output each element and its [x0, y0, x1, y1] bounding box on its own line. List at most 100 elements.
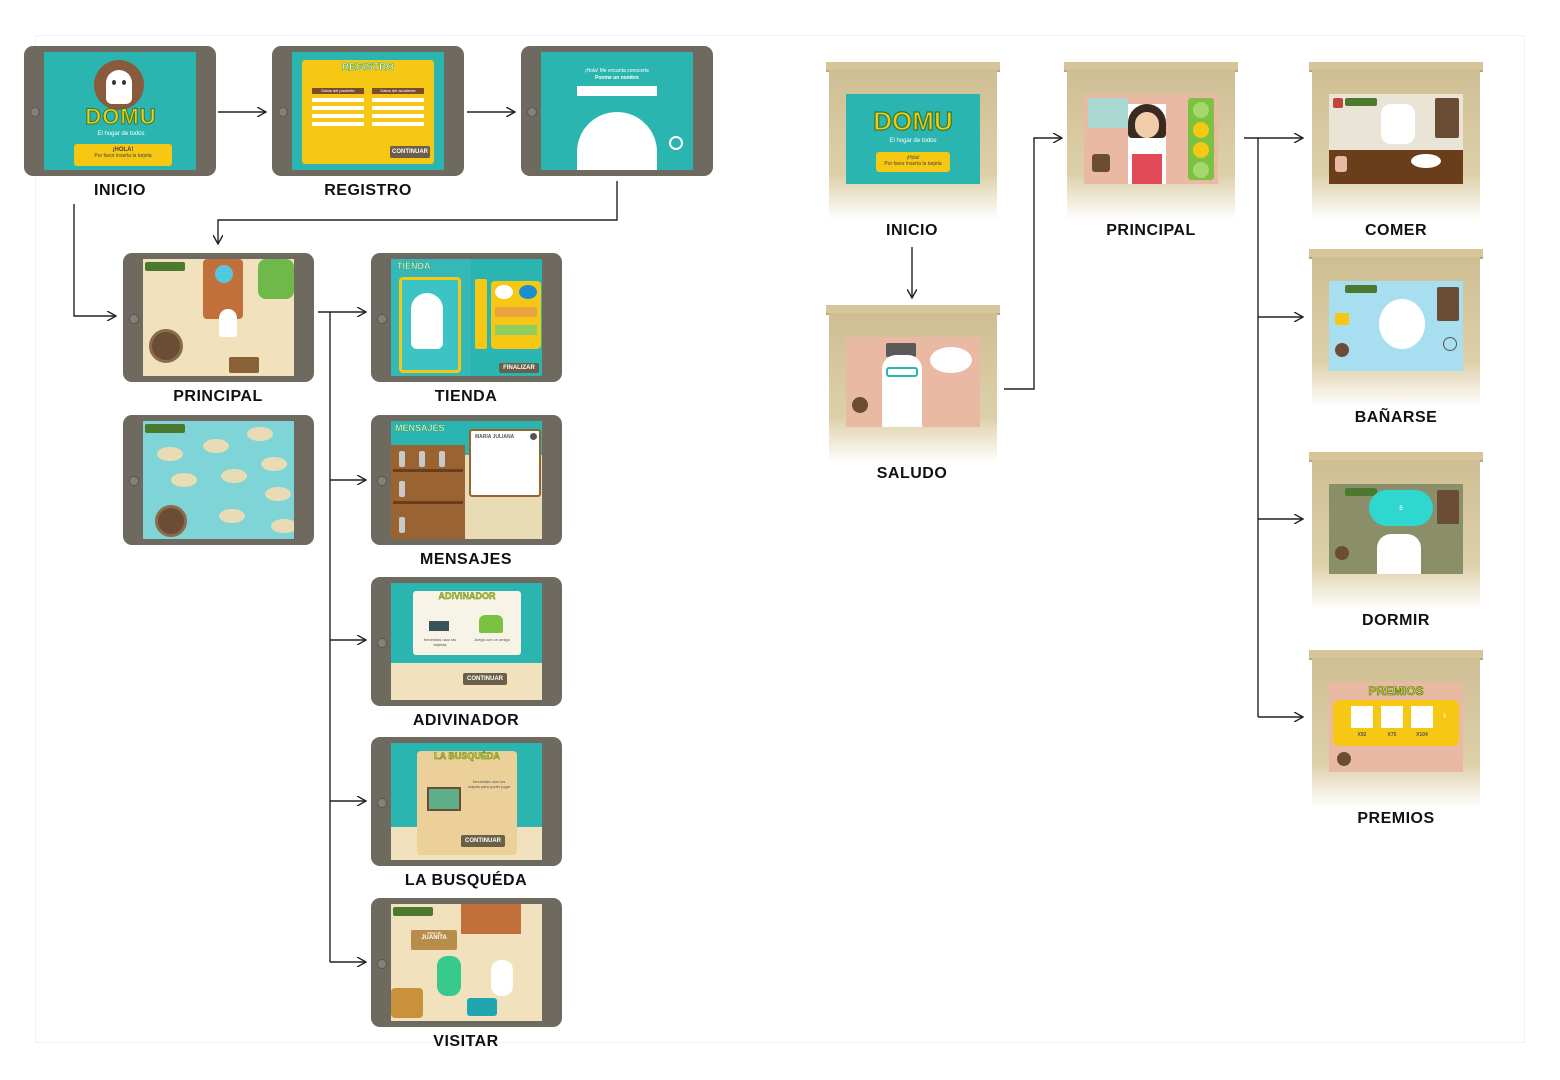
tv-saludo[interactable] — [826, 305, 1000, 463]
tv-dormir-screen: 5 — [1329, 484, 1463, 574]
menu-button[interactable] — [852, 397, 868, 413]
add-icon[interactable] — [1443, 337, 1457, 351]
principal-tablet[interactable] — [123, 253, 314, 382]
menu-button[interactable] — [1092, 154, 1110, 172]
home-button — [30, 107, 40, 117]
reward-slot[interactable] — [1411, 706, 1433, 728]
tv-dormir[interactable]: 5 — [1309, 452, 1483, 610]
name-input[interactable] — [577, 86, 657, 96]
menu-button[interactable] — [1337, 752, 1351, 766]
bushes — [258, 259, 294, 299]
hand-icon — [669, 136, 683, 150]
close-icon[interactable] — [530, 433, 537, 440]
health-bar — [1345, 488, 1377, 496]
mode-panel: ADIVINADOR Necesitas usar las tarjetas J… — [413, 591, 521, 655]
reward-count: X92 — [1357, 732, 1367, 738]
bath-icon[interactable] — [1193, 122, 1209, 138]
island-icon[interactable] — [157, 447, 183, 461]
registro-form: REGISTRO Datos del paciente Datos del ac… — [302, 60, 434, 164]
col-acudiente: Datos del acudiente — [372, 88, 424, 94]
tagline: El hogar de todos — [889, 138, 937, 144]
acudiente-fields[interactable] — [372, 98, 424, 128]
table — [1329, 150, 1463, 184]
island-icon[interactable] — [221, 469, 247, 483]
mensajes-tablet[interactable]: MENSAJES MARIA JULIANA — [371, 415, 562, 545]
reward-slot[interactable] — [1351, 706, 1373, 728]
home-button — [278, 107, 288, 117]
finish-button[interactable]: FINALIZAR — [499, 363, 539, 373]
category-tabs[interactable] — [475, 279, 487, 349]
adivinador-screen: ADIVINADOR Necesitas usar las tarjetas J… — [391, 583, 542, 700]
map-icon[interactable] — [427, 787, 461, 811]
tv-premios[interactable]: PREMIOS X92 X75 X104 › — [1309, 650, 1483, 808]
message-card[interactable]: MARIA JULIANA — [469, 429, 541, 497]
menu-button[interactable] — [1335, 343, 1349, 357]
adivinador-tablet[interactable]: ADIVINADOR Necesitas usar las tarjetas J… — [371, 577, 562, 706]
soap-icon[interactable] — [1335, 313, 1349, 325]
tienda-screen: TIENDA FINALIZAR — [391, 259, 542, 376]
domu-character — [411, 293, 443, 349]
reward-count: X75 — [1387, 732, 1397, 738]
sleep-icon[interactable] — [1193, 142, 1209, 158]
continue-button[interactable]: CONTINUAR — [463, 673, 507, 685]
friends-icon[interactable] — [479, 615, 503, 633]
menu-button[interactable] — [1335, 546, 1349, 560]
menu-button[interactable] — [1335, 156, 1347, 172]
friend-character — [437, 956, 461, 996]
caption-r-principal: PRINCIPAL — [1106, 222, 1196, 239]
dpad-icon[interactable] — [149, 329, 183, 363]
items-grid[interactable] — [491, 281, 541, 349]
rewards-icon[interactable] — [1193, 162, 1209, 178]
registro-tablet[interactable]: REGISTRO Datos del paciente Datos del ac… — [272, 46, 464, 176]
busqueda-screen: LA BUSQUÉDA Necesitas usar los mapas par… — [391, 743, 542, 860]
mensajes-title: MENSAJES — [395, 423, 445, 433]
island-icon[interactable] — [219, 509, 245, 523]
treasure-chest[interactable] — [391, 988, 423, 1018]
garden-bed — [229, 357, 259, 373]
continue-button[interactable]: CONTINUAR — [390, 146, 430, 158]
paciente-fields[interactable] — [312, 98, 364, 128]
inicio-tablet[interactable]: DOMU El hogar de todos ¡HOLA! Por favor … — [24, 46, 216, 176]
nombre-tablet[interactable]: ¡Hola! Me encanta conocerte Ponme un nom… — [521, 46, 713, 176]
visitar-screen: casa de JUANITA — [391, 904, 542, 1021]
domu-logo: DOMU — [873, 105, 954, 136]
name-prompt-line1: ¡Hola! Me encanta conocerte — [584, 68, 650, 74]
tienda-tablet[interactable]: TIENDA FINALIZAR — [371, 253, 562, 382]
tv-principal-screen — [1084, 94, 1218, 184]
tv-principal[interactable] — [1064, 62, 1238, 220]
island-icon[interactable] — [265, 487, 291, 501]
caption-saludo: SALUDO — [876, 465, 948, 482]
child-character — [1128, 104, 1166, 184]
domu-character — [1381, 104, 1415, 144]
registro-screen: REGISTRO Datos del paciente Datos del ac… — [292, 52, 444, 170]
sleeping-domu — [1377, 534, 1421, 574]
action-menu[interactable] — [1188, 98, 1214, 180]
caption-visitar: VISITAR — [433, 1033, 499, 1047]
tv-inicio[interactable]: DOMU El hogar de todos ¡Hola! Por favor … — [826, 62, 1000, 220]
insert-card-banner[interactable]: ¡Hola! Por favor inserta la tarjeta — [876, 152, 950, 172]
island-icon[interactable] — [261, 457, 287, 471]
busqueda-title: LA BUSQUÉDA — [434, 751, 500, 761]
island-icon[interactable] — [171, 473, 197, 487]
cards-icon[interactable] — [429, 621, 449, 631]
home-button — [377, 958, 387, 969]
insert-card-banner[interactable]: ¡HOLA! Por favor inserta la tarjeta — [74, 144, 172, 166]
continue-button[interactable]: CONTINUAR — [461, 835, 505, 847]
reward-slot[interactable] — [1381, 706, 1403, 728]
dpad-icon[interactable] — [155, 505, 187, 537]
tv-comer[interactable] — [1309, 62, 1483, 220]
map-tablet[interactable] — [123, 415, 314, 545]
eat-icon[interactable] — [1193, 102, 1209, 118]
visitar-tablet[interactable]: casa de JUANITA — [371, 898, 562, 1027]
island-icon[interactable] — [247, 427, 273, 441]
busqueda-tablet[interactable]: LA BUSQUÉDA Necesitas usar los mapas par… — [371, 737, 562, 866]
tv-banarse[interactable] — [1309, 249, 1483, 407]
plate-icon[interactable] — [1411, 154, 1441, 168]
chevron-right-icon[interactable]: › — [1443, 710, 1447, 721]
island-icon[interactable] — [271, 519, 294, 533]
premios-title: PREMIOS — [1368, 684, 1424, 699]
busqueda-hint: Necesitas usar los mapas para poder juga… — [467, 779, 511, 789]
island-icon[interactable] — [203, 439, 229, 453]
radio-icon[interactable] — [467, 998, 497, 1016]
